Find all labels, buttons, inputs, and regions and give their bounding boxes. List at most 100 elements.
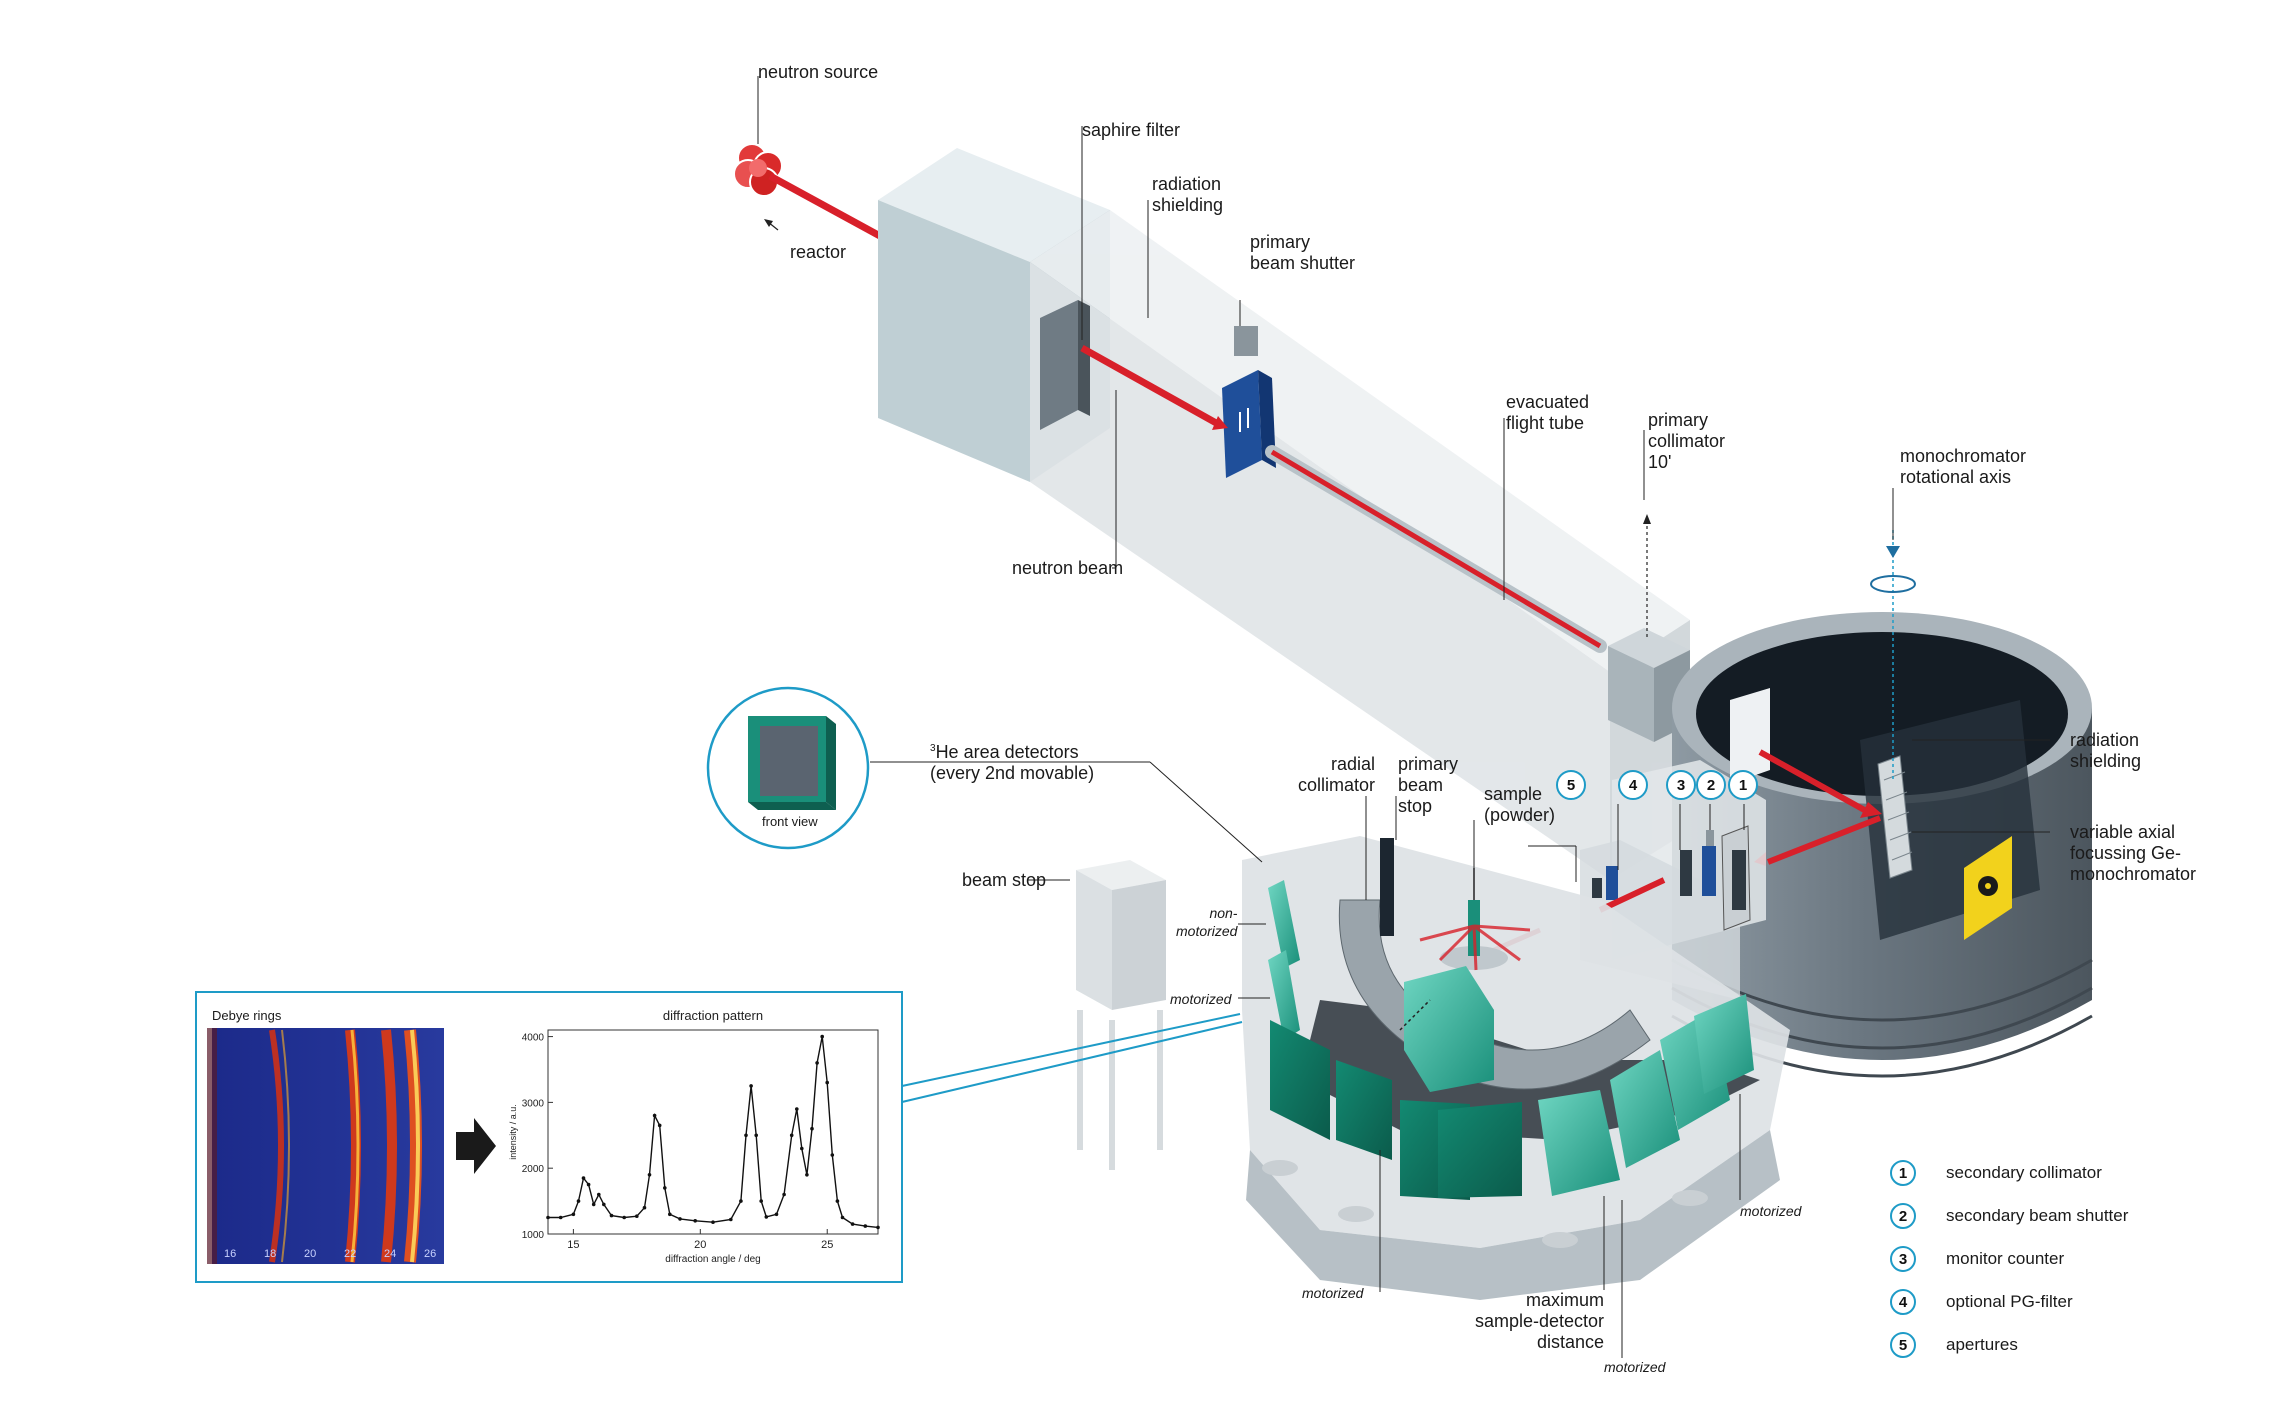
monochromator-shielding-cylinder [1671, 612, 2093, 1078]
primary-beam-stop [1380, 838, 1394, 936]
reactor-label: reactor [790, 242, 847, 262]
cylinder-window [1730, 688, 1770, 784]
evacuated-flight-tube-label: evacuated flight tube [1506, 392, 1590, 433]
data-point [850, 1222, 855, 1226]
debye-tick-label: 20 [304, 1248, 317, 1260]
data-point [815, 1061, 819, 1065]
debye-tick-label: 26 [424, 1248, 437, 1260]
scattered-beams [1419, 924, 1531, 971]
beam-stop-box [1076, 860, 1166, 1170]
data-point [764, 1215, 769, 1219]
legend-text: secondary collimator [1946, 1163, 2102, 1182]
legend-text: apertures [1946, 1335, 2018, 1354]
data-point [863, 1224, 868, 1228]
data-point [635, 1214, 639, 1218]
data-point [546, 1215, 550, 1220]
non-motorized-label: non- motorized [1176, 905, 1238, 939]
front-view-inset [706, 686, 870, 850]
data-point [876, 1225, 880, 1230]
data-point [835, 1199, 840, 1203]
data-point [602, 1202, 606, 1207]
x-tick-label: 25 [821, 1239, 833, 1251]
data-point [642, 1205, 647, 1210]
data-point [825, 1080, 829, 1085]
x-tick-label: 15 [567, 1239, 579, 1251]
diffraction-series-line [548, 1036, 879, 1229]
neutron-source-icon [733, 143, 783, 197]
monochromatic-beam [1766, 815, 1882, 865]
debye-tick-label: 24 [384, 1248, 397, 1260]
beam-in-tube [1270, 449, 1602, 649]
radiation-warning-icon [1964, 836, 2012, 940]
data-point [591, 1202, 596, 1207]
data-point [729, 1217, 733, 1222]
debye-tick-label: 18 [264, 1248, 277, 1260]
motorized-label-right: motorized [1740, 1203, 1802, 1219]
data-point [693, 1219, 697, 1223]
data-point [800, 1146, 804, 1151]
primary-collimator [1608, 628, 1690, 742]
data-point [810, 1126, 814, 1131]
data-point [652, 1113, 657, 1118]
badge-secondary-shutter: 2 [1696, 770, 1726, 800]
max-distance-arrow [1399, 999, 1431, 1031]
data-point [571, 1212, 576, 1217]
data-point [597, 1192, 601, 1197]
he-area-detectors [1268, 880, 1754, 1200]
motorized-label-bottom-left: motorized [1302, 1285, 1364, 1301]
data-point [581, 1176, 586, 1180]
secondary-components [1592, 825, 1751, 931]
chart-title: diffraction pattern [663, 1008, 763, 1023]
legend-item-monitor-counter: 3 monitor counter [1890, 1244, 2064, 1274]
beam-stop-label: beam stop [962, 870, 1047, 890]
data-point [558, 1215, 563, 1220]
data-point [840, 1215, 845, 1220]
max-distance-label: maximum sample-detector distance [1474, 1290, 1604, 1352]
data-point [668, 1212, 672, 1217]
monochromator-axis-label: monochromator rotational axis [1900, 446, 2027, 487]
data-point [622, 1215, 626, 1220]
data-point [782, 1192, 786, 1197]
data-point [754, 1133, 758, 1138]
debye-tick-label: 22 [344, 1248, 357, 1260]
data-point [789, 1133, 794, 1138]
ge-monochromator-label: variable axial focussing Ge- monochromat… [2070, 822, 2197, 884]
neutron-source-label: neutron source [758, 62, 879, 82]
motorized-label-bottom: motorized [1604, 1359, 1666, 1375]
legend-text: optional PG-filter [1946, 1292, 2073, 1311]
badge-apertures: 5 [1556, 770, 1586, 800]
right-arrow-icon [456, 1118, 496, 1174]
leader-lines [1028, 126, 2050, 1358]
data-point [657, 1123, 662, 1128]
data-point [663, 1186, 667, 1190]
data-point [586, 1182, 591, 1187]
radiation-shielding-right-label: radiation shielding [2070, 730, 2142, 771]
data-point [678, 1217, 682, 1221]
data-point [805, 1173, 809, 1177]
data-point [795, 1107, 799, 1111]
legend-text: monitor counter [1946, 1249, 2065, 1268]
data-point [820, 1034, 824, 1039]
data-point [830, 1153, 835, 1157]
he-detectors-label: 3He area detectors(every 2nd movable) [930, 742, 1095, 783]
y-axis-label: intensity / a.u. [508, 1104, 518, 1160]
x-axis-label: diffraction angle / deg [665, 1254, 760, 1265]
primary-beam-shutter [1222, 326, 1276, 478]
y-tick-label: 2000 [522, 1164, 545, 1175]
saphire-filter-label: saphire filter [1082, 120, 1181, 140]
data-point [647, 1173, 652, 1177]
data-point [739, 1199, 743, 1203]
x-tick-label: 20 [694, 1239, 706, 1251]
sample-powder-label: sample (powder) [1484, 784, 1556, 825]
debye-rings-label: Debye rings [212, 1008, 282, 1023]
support-feet [1262, 1160, 1708, 1248]
primary-beam-stop-label: primary beam stop [1398, 754, 1459, 816]
radial-collimator-label: radial collimator [1298, 754, 1376, 795]
debye-rings-image [207, 1028, 444, 1264]
rotation-arrow-icon [1870, 575, 1916, 593]
legend-item-secondary-collimator: 1 secondary collimator [1890, 1158, 2102, 1188]
legend-item-optional-pg-filter: 4 optional PG-filter [1890, 1287, 2073, 1317]
debye-tick-label: 16 [224, 1248, 237, 1260]
